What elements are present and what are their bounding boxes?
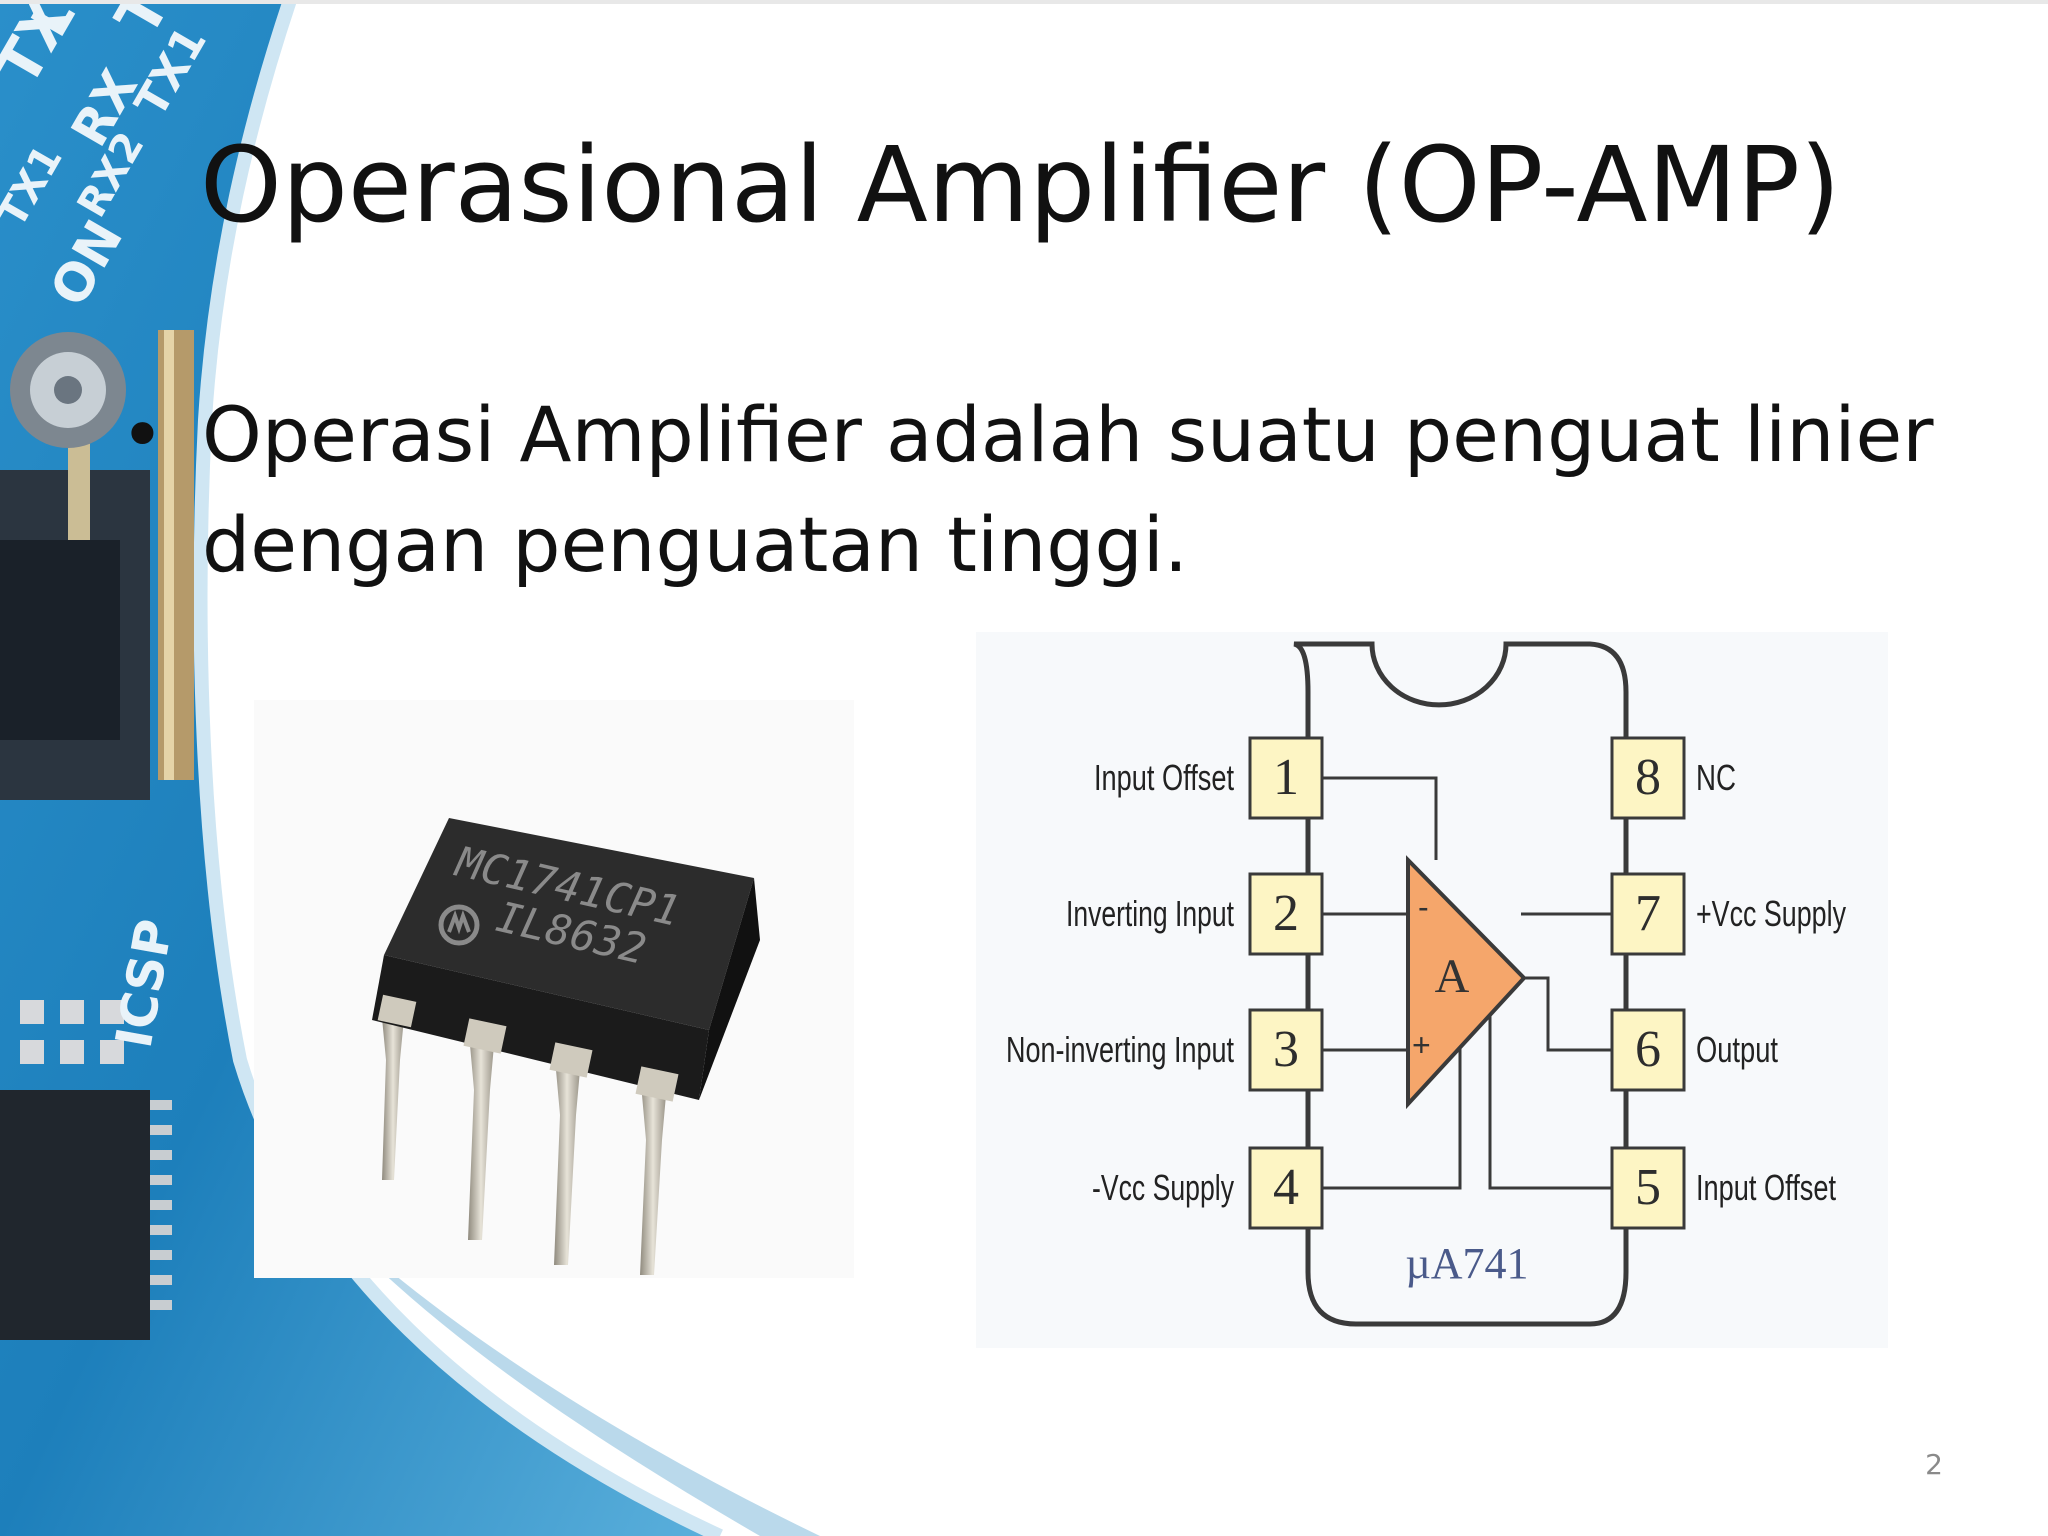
amp-minus: - [1418, 889, 1429, 925]
amp-triangle [1406, 855, 1527, 1110]
amp-label: A [1435, 950, 1470, 1003]
pin-box-3 [1248, 1008, 1324, 1092]
pin-box-2 [1248, 872, 1324, 956]
bullet-text: Operasi Amplifier adalah suatu penguat l… [202, 390, 1934, 589]
pin-number-1: 1 [1273, 749, 1299, 806]
pin-label-1: Input Offset [1094, 757, 1234, 798]
pin-number-5: 5 [1635, 1159, 1661, 1216]
pin-label-2: Inverting Input [1066, 893, 1234, 934]
pin-number-6: 6 [1635, 1021, 1661, 1078]
chip-front-face [372, 955, 709, 1100]
pin-box-5 [1610, 1146, 1686, 1230]
chip-name-label: µA741 [1405, 1239, 1528, 1288]
chip-top-face [384, 818, 754, 1030]
amp-plus: + [1412, 1027, 1431, 1063]
pin-label-8: NC [1696, 757, 1736, 798]
pin-box-6 [1610, 1008, 1686, 1092]
ua741-pinout-diagram: A - + 1 2 3 4 Input Offset Inverting Inp… [976, 632, 1888, 1348]
smd-chip [0, 1090, 150, 1340]
pin-box-7 [1610, 872, 1686, 956]
pin-label-3: Non-inverting Input [1006, 1029, 1234, 1070]
board-edge [193, 0, 723, 1536]
pin-number-8: 8 [1635, 749, 1661, 806]
slide-title: Operasional Amplifier (OP-AMP) [200, 124, 1841, 246]
page-number: 2 [1925, 1448, 1943, 1481]
op-amp-chip-photo: MC1741CP1 IL8632 [254, 700, 854, 1278]
pin-label-6: Output [1696, 1029, 1778, 1070]
pin-number-7: 7 [1635, 885, 1661, 942]
pin-number-4: 4 [1273, 1159, 1299, 1216]
pin-number-2: 2 [1273, 885, 1299, 942]
motorola-logo-icon [438, 904, 480, 946]
pin-box-4 [1248, 1146, 1324, 1230]
pin-label-7: +Vcc Supply [1696, 893, 1846, 934]
pin-number-3: 3 [1273, 1021, 1299, 1078]
pin-box-8 [1610, 736, 1686, 820]
pin-label-5: Input Offset [1696, 1167, 1836, 1208]
pin-box-1 [1248, 736, 1324, 820]
pin-label-4: -Vcc Supply [1092, 1167, 1234, 1208]
bullet-marker: • [120, 390, 165, 479]
